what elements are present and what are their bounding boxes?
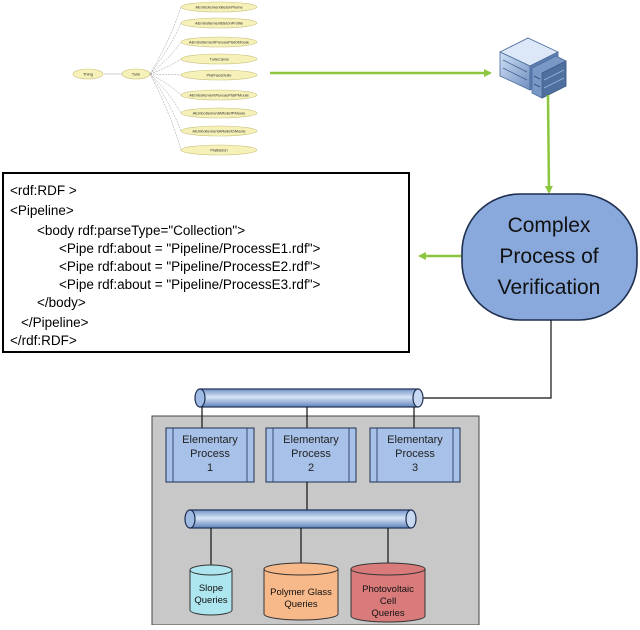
- ontology-child-node: [180, 107, 258, 119]
- ontology-child-label: AEmboitementAReliefOMoule: [192, 129, 246, 134]
- ontology-child-label: TuileCanal: [210, 57, 229, 62]
- process-2-line-2: Process: [291, 448, 331, 460]
- database-slope-label: Slope Queries: [190, 583, 232, 607]
- rdf-line-6: <Pipe rdf:about = "Pipeline/ProcessE3.rd…: [59, 277, 321, 292]
- complex-process-line-1: Complex: [507, 214, 591, 237]
- complex-process-shape: [461, 193, 638, 321]
- bottom-pipeline-pipe: [184, 509, 417, 529]
- ontology-child-node: [180, 89, 258, 101]
- elementary-process-3: [369, 427, 461, 483]
- ontology-center-label: Tuile: [132, 72, 141, 77]
- elementary-process-2: [265, 427, 357, 483]
- db-2-line-1: Polymer Glass: [270, 587, 332, 598]
- process-2-line-1: Elementary: [283, 434, 339, 446]
- process-1-line-2: Process: [190, 448, 230, 460]
- ontology-edge: [149, 73, 182, 96]
- rdf-line-1: <rdf:RDF >: [10, 183, 77, 198]
- ontology-edge: [149, 41, 182, 75]
- ontology-child-node: [180, 144, 258, 156]
- ontology-child-label: PlatFaceDulle: [207, 73, 233, 78]
- ontology-edge: [149, 73, 182, 132]
- complex-process-line-3: Verification: [497, 276, 601, 299]
- top-pipeline-pipe: [194, 388, 424, 408]
- db-3-line-3: Queries: [371, 608, 405, 619]
- rdf-line-2: <Pipeline>: [10, 203, 74, 218]
- process-3-line-2: Process: [395, 448, 435, 460]
- ontology-graph: Thing Tuile AEmbotemenrBetonPlumeAEmboit…: [72, 1, 258, 156]
- ontology-edge: [149, 58, 182, 75]
- ontology-child-node: [180, 53, 258, 65]
- elementary-process-1: [165, 427, 255, 483]
- elementary-process-1-label: Elementary Process 1: [173, 433, 247, 475]
- db-3-line-2: Cell: [379, 596, 397, 607]
- process-2-line-3: 2: [307, 462, 315, 474]
- complex-process-label: Complex Process of Verification: [466, 210, 632, 303]
- ontology-child-node: [180, 1, 258, 13]
- ontology-child-nodes: AEmbotemenrBetonPlumeAEmboitementBetonPr…: [180, 1, 258, 156]
- rdf-line-3: <body rdf:parseType="Collection">: [37, 223, 246, 238]
- elementary-process-3-label: Elementary Process 3: [377, 433, 453, 475]
- elementary-process-2-label: Elementary Process 2: [273, 433, 349, 475]
- ontology-child-node: [180, 36, 258, 48]
- database-polymer-glass-queries: [263, 562, 339, 621]
- ontology-child-label: AEmbotemenrBetonPlume: [195, 5, 243, 10]
- complex-process-line-2: Process of: [499, 245, 599, 268]
- rdf-code-box: <rdf:RDF > <Pipeline> <body rdf:parseTyp…: [2, 172, 410, 353]
- db-1-line-1: Slope: [198, 583, 224, 594]
- database-photovoltaic-label: Photovoltaic Cell Queries: [351, 584, 425, 620]
- ontology-child-node: [180, 17, 258, 29]
- rdf-line-4: <Pipe rdf:about = "Pipeline/ProcessE1.rd…: [59, 241, 321, 256]
- connector-process-to-pipe: [422, 320, 552, 399]
- ontology-child-label: AEmboitementBetonProfile: [195, 21, 244, 26]
- rdf-line-9: </rdf:RDF>: [10, 333, 77, 348]
- ontology-edge: [149, 6, 182, 75]
- db-1-line-2: Queries: [194, 595, 228, 606]
- database-polymer-label: Polymer Glass Queries: [264, 587, 338, 611]
- ontology-child-label: AEmboitementPureauPlatPMoule: [189, 93, 249, 98]
- ontology-center-node: [121, 68, 151, 80]
- rdf-line-8: </Pipeline>: [21, 315, 89, 330]
- database-photovoltaic-cell-queries: [350, 562, 426, 623]
- db-2-line-2: Queries: [284, 599, 318, 610]
- ontology-root-label: Thing: [83, 72, 93, 77]
- ontology-edge: [149, 73, 182, 76]
- arrow-server-to-process: [544, 94, 553, 194]
- ontology-child-label: PlatBeton: [210, 148, 227, 153]
- ontology-child-label: AEmboitementPureauPlatOMoule: [189, 40, 250, 45]
- process-1-line-1: Elementary: [182, 434, 238, 446]
- ontology-edge: [149, 22, 182, 75]
- ontology-edge: [149, 73, 182, 114]
- ontology-child-node: [180, 125, 258, 137]
- rdf-line-5: <Pipe rdf:about = "Pipeline/ProcessE2.rd…: [59, 259, 321, 274]
- process-3-line-3: 3: [411, 462, 419, 474]
- ontology-child-node: [180, 69, 258, 81]
- process-1-line-3: 1: [206, 462, 214, 474]
- ontology-edges: [149, 6, 182, 151]
- process-3-line-1: Elementary: [387, 434, 443, 446]
- ontology-edge: [149, 73, 182, 151]
- database-slope-queries: [189, 564, 233, 616]
- server-icon: [499, 37, 567, 99]
- ontology-child-label: AEmboitementAReliefPMoule: [193, 111, 246, 116]
- ontology-root-node: [72, 68, 104, 80]
- db-3-line-1: Photovoltaic: [362, 584, 414, 595]
- rdf-line-7: </body>: [37, 295, 86, 310]
